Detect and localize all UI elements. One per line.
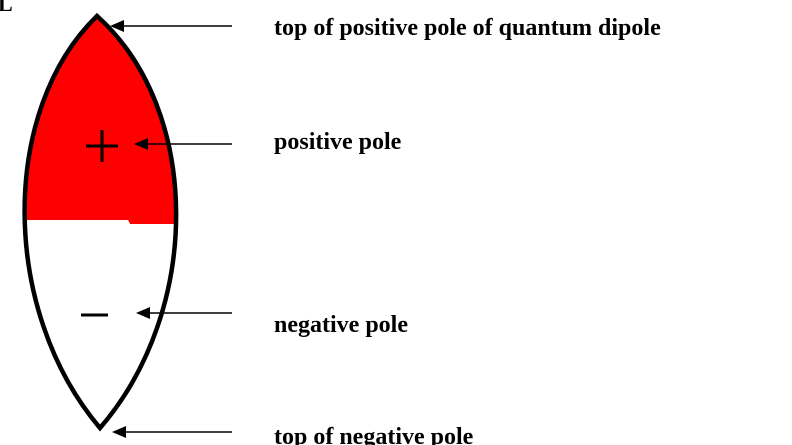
label-top-positive: top of positive pole of quantum dipole	[274, 15, 661, 41]
corner-mark: L	[0, 0, 13, 16]
negative-pole-region	[24, 220, 177, 428]
positive-sign	[86, 130, 118, 162]
label-top-negative: top of negative pole	[274, 424, 474, 445]
arrow-top-negative	[112, 426, 232, 438]
label-positive-pole: positive pole	[274, 129, 402, 155]
arrow-negative-pole	[136, 307, 232, 319]
arrow-positive-pole	[134, 138, 232, 150]
label-negative-pole: negative pole	[274, 312, 408, 338]
dipole-outline	[22, 12, 179, 432]
arrow-top-positive	[110, 20, 232, 32]
